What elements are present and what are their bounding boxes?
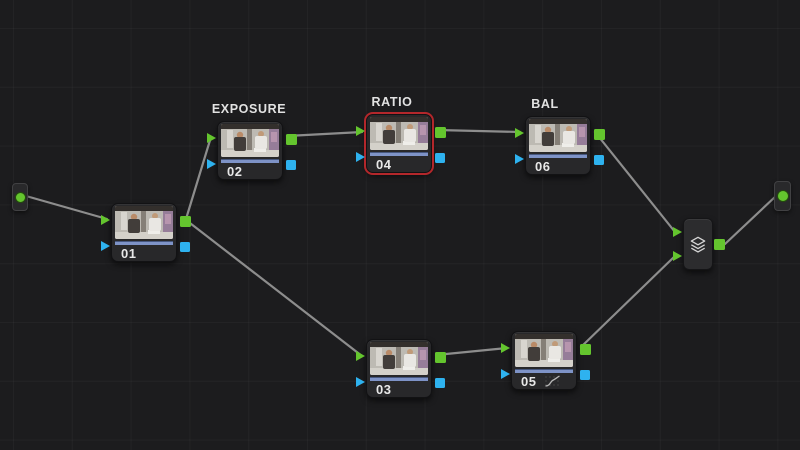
clip-color-bar	[115, 241, 173, 245]
node-title-exposure: EXPOSURE	[211, 102, 287, 116]
connection-line	[285, 130, 364, 138]
connection-line	[593, 130, 677, 234]
key-output-port[interactable]	[435, 153, 445, 163]
connection-line	[24, 194, 109, 221]
node-number: 04	[376, 156, 392, 172]
rgb-input-port[interactable]	[515, 128, 524, 138]
rgb-output-port[interactable]	[435, 127, 446, 138]
clip-color-bar	[515, 369, 573, 373]
clip-color-bar	[370, 152, 428, 156]
layer-mixer-icon	[690, 236, 706, 253]
key-input-port[interactable]	[356, 152, 365, 162]
node-number: 02	[227, 163, 243, 179]
node-number: 01	[121, 245, 137, 261]
connection-line	[579, 254, 677, 349]
clip-thumbnail	[115, 206, 173, 239]
node-number: 03	[376, 381, 392, 397]
corrector-node-03[interactable]: 03	[356, 339, 446, 398]
clip-color-bar	[221, 159, 279, 163]
clip-thumbnail	[529, 119, 587, 152]
connection-line	[184, 218, 364, 358]
corrector-node-01[interactable]: 01	[101, 203, 191, 262]
key-output-port[interactable]	[435, 378, 445, 388]
rgb-input-port[interactable]	[101, 215, 110, 225]
node-number: 05	[521, 373, 537, 389]
rgb-input-port-1[interactable]	[673, 227, 682, 237]
rgb-output-port[interactable]	[286, 134, 297, 145]
corrector-node-05[interactable]: 05	[501, 331, 591, 390]
key-output-port[interactable]	[180, 242, 190, 252]
source-node[interactable]	[12, 183, 28, 211]
rgb-input-port[interactable]	[356, 351, 365, 361]
rgb-output-port[interactable]	[435, 352, 446, 363]
node-number: 06	[535, 158, 551, 174]
key-output-port[interactable]	[286, 160, 296, 170]
clip-thumbnail	[370, 342, 428, 375]
clip-thumbnail	[221, 124, 279, 157]
rgb-output-port[interactable]	[580, 344, 591, 355]
key-input-port[interactable]	[501, 369, 510, 379]
key-input-port[interactable]	[101, 241, 110, 251]
rgb-output-port[interactable]	[180, 216, 191, 227]
clip-color-bar	[370, 377, 428, 381]
key-output-port[interactable]	[580, 370, 590, 380]
node-title-ratio: RATIO	[371, 95, 413, 109]
output-node[interactable]	[774, 181, 791, 211]
clip-color-bar	[529, 154, 587, 158]
rgb-input-port[interactable]	[356, 126, 365, 136]
clip-thumbnail	[515, 334, 573, 367]
connection-line	[184, 135, 213, 221]
key-input-port[interactable]	[207, 159, 216, 169]
node-title-bal: BAL	[531, 97, 559, 111]
key-input-port[interactable]	[356, 377, 365, 387]
key-input-port[interactable]	[515, 154, 524, 164]
rgb-input-port-2[interactable]	[673, 251, 682, 261]
corrector-node-06[interactable]: 06	[515, 116, 605, 175]
green-dot-icon	[14, 191, 26, 203]
layer-mixer-node[interactable]	[673, 218, 725, 270]
rgb-output-port[interactable]	[594, 129, 605, 140]
corrector-node-02[interactable]: 02	[207, 121, 297, 180]
rgb-input-port[interactable]	[501, 343, 510, 353]
corrector-node-04[interactable]: 04	[356, 114, 446, 173]
connection-line	[434, 346, 509, 357]
connection-line	[723, 194, 778, 246]
connection-line	[435, 128, 522, 134]
key-output-port[interactable]	[594, 155, 604, 165]
rgb-input-port[interactable]	[207, 133, 216, 143]
rgb-output-port[interactable]	[714, 239, 725, 250]
custom-curve-icon	[545, 375, 561, 387]
clip-thumbnail	[370, 117, 428, 150]
green-dot-icon	[776, 190, 789, 202]
